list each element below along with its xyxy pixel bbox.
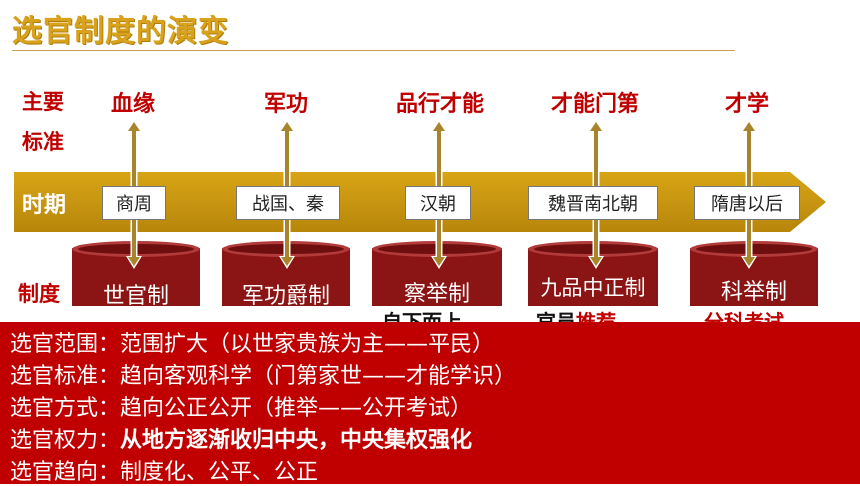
- period-box: 商周: [102, 186, 166, 220]
- summary-label: 选官范围：: [10, 332, 121, 357]
- period-box: 魏晋南北朝: [528, 186, 658, 220]
- system-name: 察举制: [403, 282, 470, 307]
- standard-item: 军功: [263, 92, 308, 117]
- summary-line: 选官方式：趋向公正公开（推举——公开考试）: [10, 390, 472, 422]
- period-box: 汉朝: [405, 186, 471, 220]
- barrel-shape: [222, 241, 350, 306]
- summary-text: 从地方逐渐收归中央，中央集权强化: [120, 428, 473, 453]
- summary-line: 选官趋向：制度化、公平、公正: [10, 454, 318, 486]
- summary-text: 范围扩大（以世家贵族为主——平民）: [120, 332, 495, 357]
- standard-item: 才能门第: [550, 92, 639, 117]
- page-title: 选官制度的演变: [12, 14, 229, 49]
- period-label: 时期: [22, 193, 67, 218]
- standard-label-line1: 主要: [22, 90, 64, 114]
- period-box: 战国、秦: [236, 186, 340, 220]
- system-name: 科举制: [720, 280, 787, 305]
- period-box: 隋唐以后: [694, 186, 800, 220]
- summary-label: 选官标准：: [10, 364, 121, 389]
- standard-item: 品行才能: [395, 92, 484, 117]
- summary-line: 选官权力：从地方逐渐收归中央，中央集权强化: [10, 422, 472, 454]
- title-divider: [12, 50, 735, 51]
- standard-item: 血缘: [110, 92, 155, 117]
- summary-text: 趋向客观科学（门第家世——才能学识）: [120, 364, 517, 389]
- summary-panel: 选官范围：范围扩大（以世家贵族为主——平民） 选官标准：趋向客观科学（门第家世—…: [0, 322, 860, 486]
- standard-label-line2: 标准: [22, 130, 64, 154]
- system-label: 制度: [18, 282, 60, 306]
- summary-line: 选官范围：范围扩大（以世家贵族为主——平民）: [10, 326, 494, 358]
- summary-label: 选官权力：: [10, 428, 121, 453]
- system-name: 世官制: [102, 284, 169, 309]
- summary-text: 趋向公正公开（推举——公开考试）: [120, 396, 473, 421]
- system-name: 九品中正制: [540, 276, 646, 300]
- summary-label: 选官趋向：: [10, 460, 121, 485]
- summary-line: 选官标准：趋向客观科学（门第家世——才能学识）: [10, 358, 516, 390]
- summary-label: 选官方式：: [10, 396, 121, 421]
- summary-text: 制度化、公平、公正: [120, 460, 319, 485]
- barrel-shape: [72, 241, 200, 306]
- system-barrel: 军功爵制: [222, 240, 350, 309]
- standard-item: 才学: [724, 92, 769, 117]
- system-name: 军功爵制: [241, 284, 330, 309]
- system-barrel: 世官制: [72, 240, 200, 309]
